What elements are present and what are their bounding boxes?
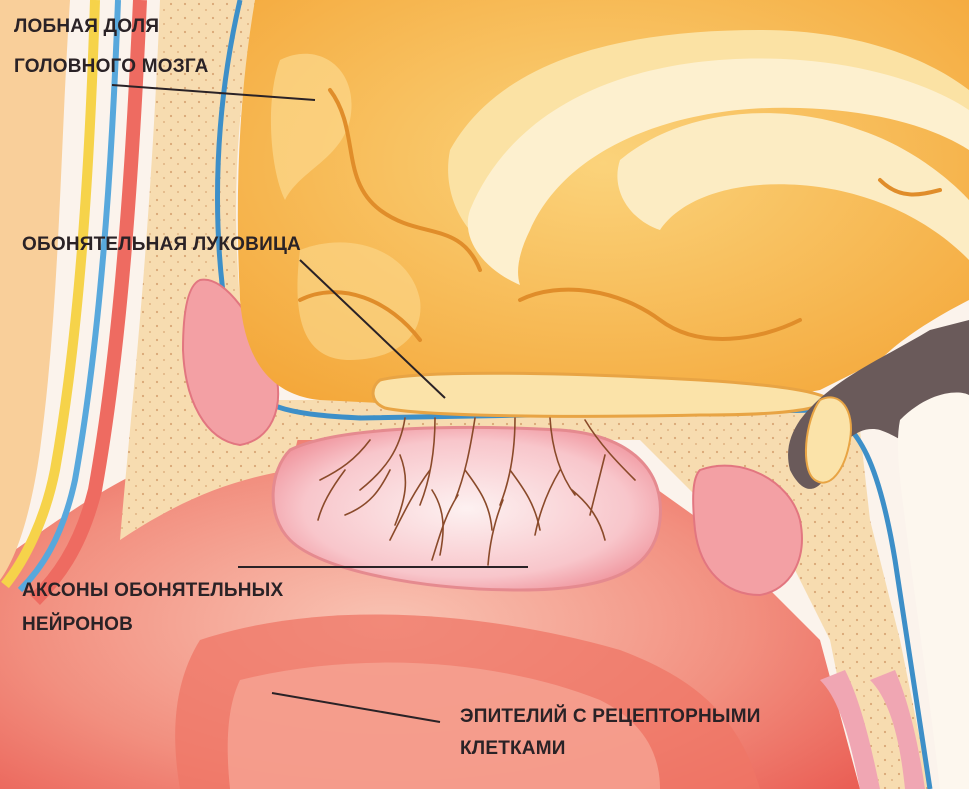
- epithelium-label-line2: КЛЕТКАМИ: [460, 736, 761, 762]
- axons-label: АКСОНЫ ОБОНЯТЕЛЬНЫХ НЕЙРОНОВ: [22, 578, 283, 638]
- frontal-lobe-label: ЛОБНАЯ ДОЛЯ ГОЛОВНОГО МОЗГА: [14, 14, 209, 80]
- frontal-lobe-label-line2: ГОЛОВНОГО МОЗГА: [14, 54, 209, 80]
- olfactory-bulb-label: ОБОНЯТЕЛЬНАЯ ЛУКОВИЦА: [22, 232, 301, 258]
- axons-label-line2: НЕЙРОНОВ: [22, 612, 283, 638]
- axons-label-line1: АКСОНЫ ОБОНЯТЕЛЬНЫХ: [22, 578, 283, 604]
- frontal-lobe-label-line1: ЛОБНАЯ ДОЛЯ: [14, 14, 209, 40]
- epithelium-label: ЭПИТЕЛИЙ С РЕЦЕПТОРНЫМИ КЛЕТКАМИ: [460, 704, 761, 762]
- epithelium-label-line1: ЭПИТЕЛИЙ С РЕЦЕПТОРНЫМИ: [460, 704, 761, 730]
- olfactory-bulb-label-line1: ОБОНЯТЕЛЬНАЯ ЛУКОВИЦА: [22, 232, 301, 258]
